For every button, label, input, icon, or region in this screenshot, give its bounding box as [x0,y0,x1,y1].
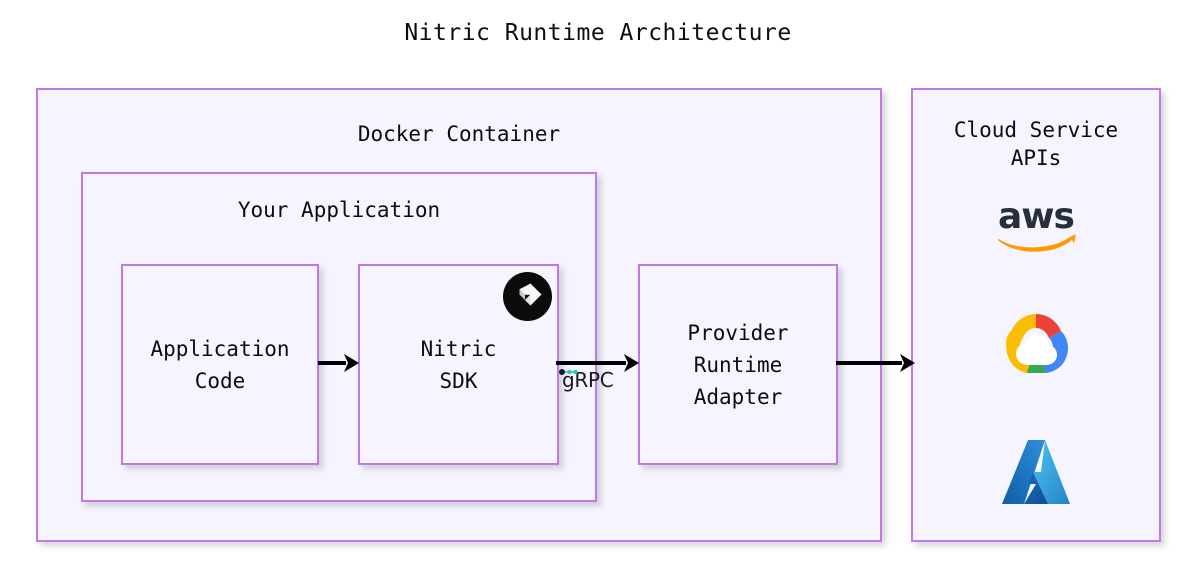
nitric-logo-icon [503,272,552,321]
grpc-connector-label: gRPC [559,368,614,392]
application-code-label: Application Code [150,336,290,393]
cloud-service-apis-label: Cloud Service APIs [953,118,1119,170]
aws-logo-icon: aws [911,196,1161,262]
azure-logo-icon [911,438,1161,512]
diagram-title: Nitric Runtime Architecture [404,20,792,46]
application-code-box: Application Code [121,264,319,465]
docker-container-label: Docker Container [357,122,561,146]
nitric-sdk-label: Nitric SDK [420,336,497,393]
svg-text:aws: aws [998,196,1074,237]
google-cloud-logo-icon [911,312,1161,382]
arrow-right-icon-sdk-to-adapter [556,350,640,380]
arrow-right-icon-code-to-sdk [318,350,360,380]
arrow-right-icon-adapter-to-cloud [836,350,916,380]
your-application-label: Your Application [237,198,441,222]
provider-runtime-adapter-box: Provider Runtime Adapter [638,264,838,465]
grpc-icon [559,359,579,383]
provider-runtime-adapter-label: Provider Runtime Adapter [687,320,789,409]
